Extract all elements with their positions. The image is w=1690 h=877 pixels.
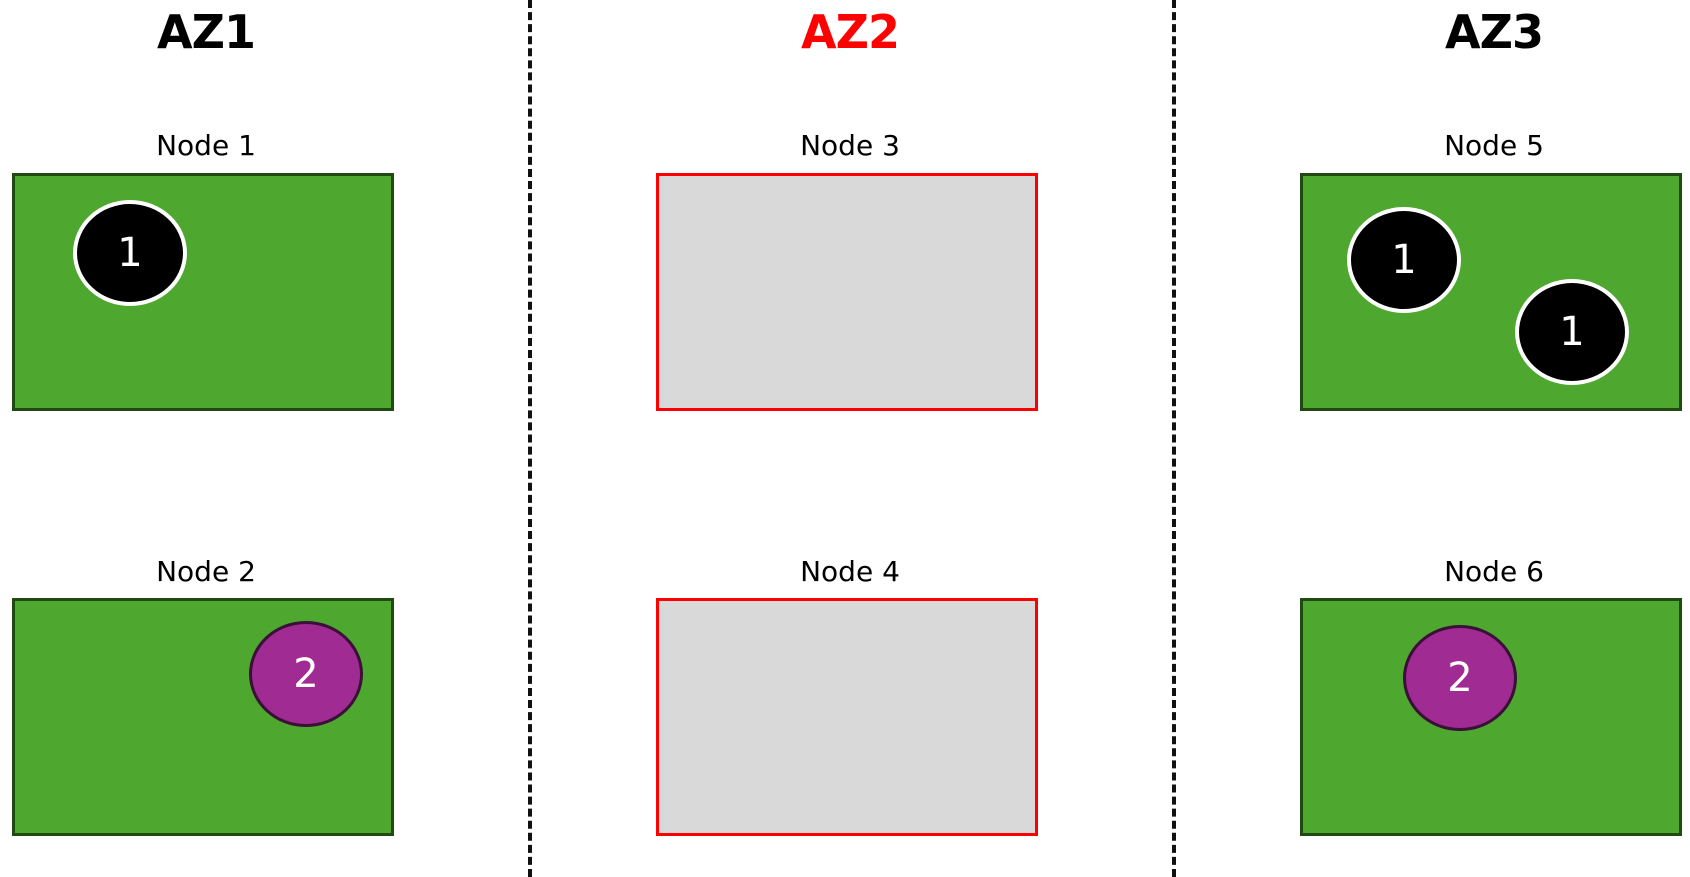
pod-1[interactable]: 1: [1347, 207, 1461, 313]
pod-2[interactable]: 2: [1403, 625, 1517, 731]
node-6-label: Node 6: [1444, 555, 1544, 588]
node-2-box[interactable]: 2: [12, 598, 394, 836]
az3-title: AZ3: [1445, 5, 1544, 59]
az1-title: AZ1: [157, 5, 256, 59]
node-3-label: Node 3: [800, 129, 900, 162]
zone-divider-2: [1172, 0, 1176, 877]
pod-1[interactable]: 1: [73, 200, 187, 306]
zone-divider-1: [528, 0, 532, 877]
node-5-label: Node 5: [1444, 129, 1544, 162]
node-2-label: Node 2: [156, 555, 256, 588]
node-1-box[interactable]: 1: [12, 173, 394, 411]
node-5-box[interactable]: 1 1: [1300, 173, 1682, 411]
node-4-box[interactable]: [656, 598, 1038, 836]
pod-1[interactable]: 1: [1515, 279, 1629, 385]
node-1-label: Node 1: [156, 129, 256, 162]
node-6-box[interactable]: 2: [1300, 598, 1682, 836]
az2-title: AZ2: [801, 5, 900, 59]
node-3-box[interactable]: [656, 173, 1038, 411]
node-4-label: Node 4: [800, 555, 900, 588]
pod-2[interactable]: 2: [249, 621, 363, 727]
